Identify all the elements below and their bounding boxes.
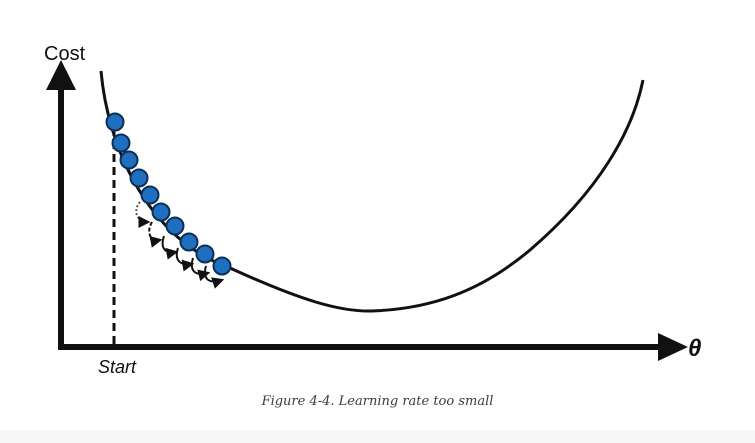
step-arrow-2 — [161, 235, 179, 260]
descent-point — [165, 216, 185, 236]
gradient-descent-diagram: Cost θ Start — [44, 43, 701, 377]
descent-point — [129, 168, 149, 188]
page-top-edge — [0, 0, 755, 3]
y-axis-label: Cost — [44, 43, 86, 65]
initial-step-dotted-arrow — [135, 201, 151, 228]
step-arrow-3 — [175, 247, 195, 272]
figure-caption: Figure 4-4. Learning rate too small — [261, 394, 494, 409]
x-axis-arrowhead — [658, 333, 688, 361]
descent-point — [151, 202, 171, 222]
x-axis-label: θ — [688, 335, 701, 362]
start-label: Start — [98, 357, 137, 377]
descent-point — [119, 150, 139, 170]
page-bottom-edge — [0, 430, 755, 443]
descent-point — [140, 185, 160, 205]
step-arrow-5 — [204, 265, 225, 289]
y-axis-arrowhead — [46, 60, 76, 90]
descent-point — [195, 244, 215, 264]
cost-curve — [99, 70, 645, 313]
descent-point — [111, 133, 131, 153]
descent-point — [212, 256, 232, 276]
descent-point — [179, 232, 199, 252]
descent-point — [105, 112, 125, 132]
step-arrow-1 — [148, 221, 163, 248]
